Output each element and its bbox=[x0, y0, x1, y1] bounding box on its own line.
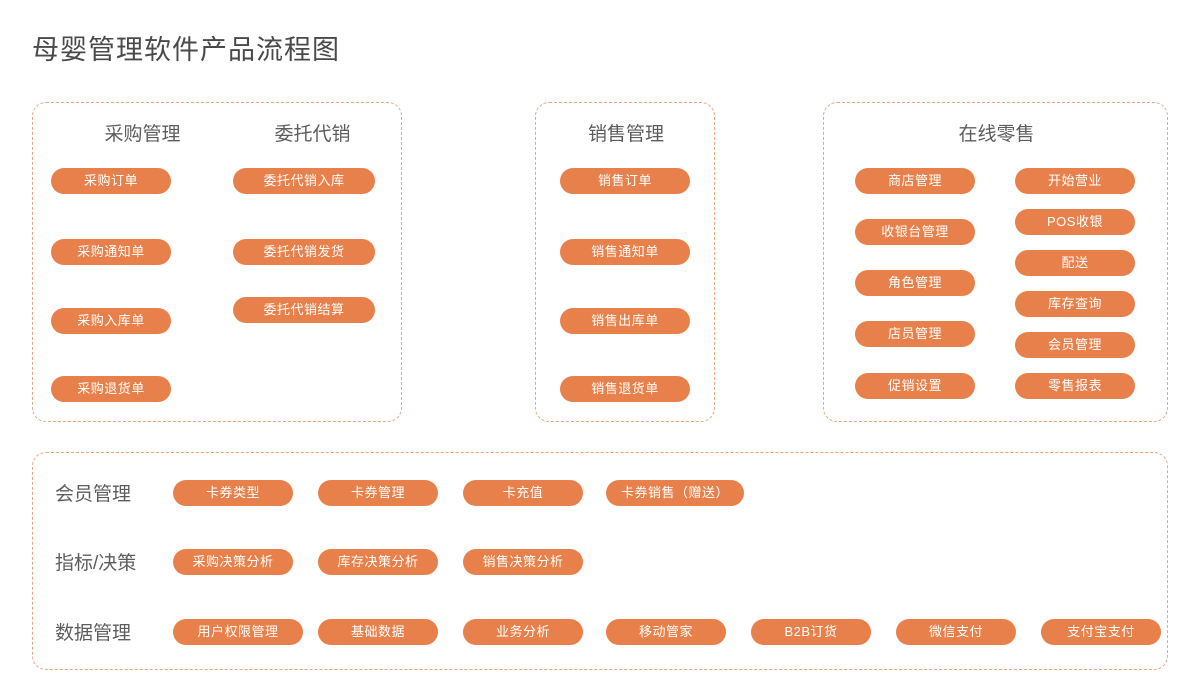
panel-sales: 销售管理 销售订单 销售通知单 销售出库单 销售退货单 bbox=[535, 102, 715, 422]
pill-clerk-management[interactable]: 店员管理 bbox=[855, 321, 975, 347]
pill-consignment-shipment[interactable]: 委托代销发货 bbox=[233, 239, 375, 265]
pill-procurement-order[interactable]: 采购订单 bbox=[51, 168, 171, 194]
panel-online-retail: 在线零售 商店管理 收银台管理 角色管理 店员管理 促销设置 开始营业 POS收… bbox=[823, 102, 1168, 422]
pill-delivery[interactable]: 配送 bbox=[1015, 250, 1135, 276]
panel-heading-procurement: 采购管理 bbox=[104, 124, 181, 145]
pill-pos-checkout[interactable]: POS收银 bbox=[1015, 209, 1135, 235]
pill-sales-return[interactable]: 销售退货单 bbox=[560, 376, 690, 402]
pill-business-analysis[interactable]: 业务分析 bbox=[463, 619, 583, 645]
panel-heading-online-retail: 在线零售 bbox=[958, 124, 1035, 145]
pill-mobile-steward[interactable]: 移动管家 bbox=[606, 619, 726, 645]
pill-sales-notice[interactable]: 销售通知单 bbox=[560, 239, 690, 265]
pill-inventory-query[interactable]: 库存查询 bbox=[1015, 291, 1135, 317]
pill-store-management[interactable]: 商店管理 bbox=[855, 168, 975, 194]
pill-consignment-inbound[interactable]: 委托代销入库 bbox=[233, 168, 375, 194]
pill-user-permission-management[interactable]: 用户权限管理 bbox=[173, 619, 303, 645]
page-title: 母婴管理软件产品流程图 bbox=[32, 35, 340, 65]
pill-consignment-settlement[interactable]: 委托代销结算 bbox=[233, 297, 375, 323]
pill-cashier-desk-management[interactable]: 收银台管理 bbox=[855, 219, 975, 245]
panel-procurement: 采购管理 委托代销 采购订单 采购通知单 采购入库单 采购退货单 委托代销入库 … bbox=[32, 102, 402, 422]
pill-basic-data[interactable]: 基础数据 bbox=[318, 619, 438, 645]
pill-procurement-notice[interactable]: 采购通知单 bbox=[51, 239, 171, 265]
pill-card-recharge[interactable]: 卡充值 bbox=[463, 480, 583, 506]
panel-bottom: 会员管理 卡券类型 卡券管理 卡充值 卡券销售（赠送） 指标/决策 采购决策分析… bbox=[32, 452, 1168, 670]
pill-card-type[interactable]: 卡券类型 bbox=[173, 480, 293, 506]
pill-procurement-decision-analysis[interactable]: 采购决策分析 bbox=[173, 549, 293, 575]
pill-inventory-decision-analysis[interactable]: 库存决策分析 bbox=[318, 549, 438, 575]
row-label-data-management: 数据管理 bbox=[55, 623, 132, 644]
panel-heading-consignment: 委托代销 bbox=[274, 124, 351, 145]
pill-procurement-return[interactable]: 采购退货单 bbox=[51, 376, 171, 402]
pill-promotion-settings[interactable]: 促销设置 bbox=[855, 373, 975, 399]
pill-retail-report[interactable]: 零售报表 bbox=[1015, 373, 1135, 399]
row-label-metrics-decision: 指标/决策 bbox=[55, 553, 137, 574]
pill-procurement-inbound[interactable]: 采购入库单 bbox=[51, 308, 171, 334]
pill-card-management[interactable]: 卡券管理 bbox=[318, 480, 438, 506]
pill-sales-outbound[interactable]: 销售出库单 bbox=[560, 308, 690, 334]
pill-b2b-ordering[interactable]: B2B订货 bbox=[751, 619, 871, 645]
panel-heading-sales: 销售管理 bbox=[587, 124, 664, 145]
pill-role-management[interactable]: 角色管理 bbox=[855, 270, 975, 296]
pill-card-sale-gift[interactable]: 卡券销售（赠送） bbox=[606, 480, 744, 506]
pill-sales-decision-analysis[interactable]: 销售决策分析 bbox=[463, 549, 583, 575]
pill-alipay-pay[interactable]: 支付宝支付 bbox=[1041, 619, 1161, 645]
pill-sales-order[interactable]: 销售订单 bbox=[560, 168, 690, 194]
pill-member-management-retail[interactable]: 会员管理 bbox=[1015, 332, 1135, 358]
row-label-member-management: 会员管理 bbox=[55, 484, 132, 505]
pill-wechat-pay[interactable]: 微信支付 bbox=[896, 619, 1016, 645]
pill-start-business[interactable]: 开始营业 bbox=[1015, 168, 1135, 194]
